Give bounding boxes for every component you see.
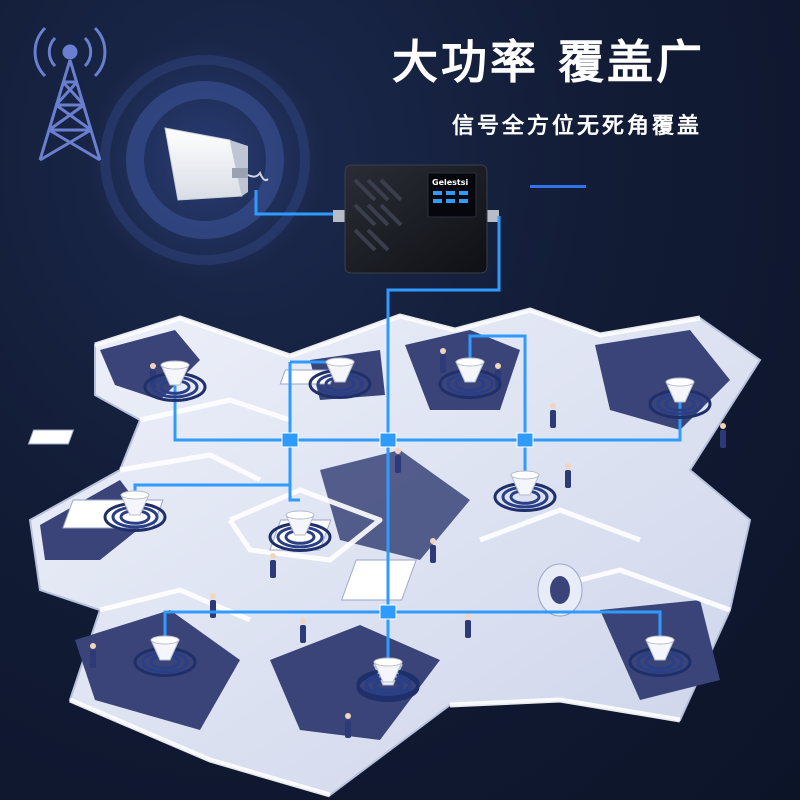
outdoor-antenna-icon xyxy=(164,127,269,201)
accent-line xyxy=(530,185,586,188)
ceiling-antenna-icon xyxy=(628,635,692,677)
splitter-icon xyxy=(281,432,534,620)
cell-tower-icon xyxy=(33,26,107,162)
ceiling-antenna-icon xyxy=(268,510,332,552)
ceiling-antenna-icon xyxy=(143,360,207,402)
ceiling-antenna-icon xyxy=(493,470,557,512)
headline: 大功率 覆盖广 xyxy=(392,35,706,89)
ceiling-antenna-icon xyxy=(648,377,712,419)
antenna-signal-arcs xyxy=(100,55,310,265)
floor-plan xyxy=(27,307,762,798)
ceiling-antenna-icon xyxy=(356,657,420,699)
subheadline: 信号全方位无死角覆盖 xyxy=(452,114,703,139)
signal-booster-icon: Gelestsi xyxy=(333,164,499,274)
ceiling-antenna-icon xyxy=(308,357,372,399)
ceiling-antenna-icon xyxy=(103,490,167,532)
ceiling-antennas xyxy=(103,357,712,702)
ceiling-antenna-icon xyxy=(438,357,502,399)
ceiling-antenna-icon xyxy=(133,635,197,677)
booster-brand: Gelestsi xyxy=(432,178,469,187)
medical-scanner xyxy=(537,563,583,617)
cable-network xyxy=(133,216,682,665)
cable-outdoor xyxy=(254,190,342,216)
